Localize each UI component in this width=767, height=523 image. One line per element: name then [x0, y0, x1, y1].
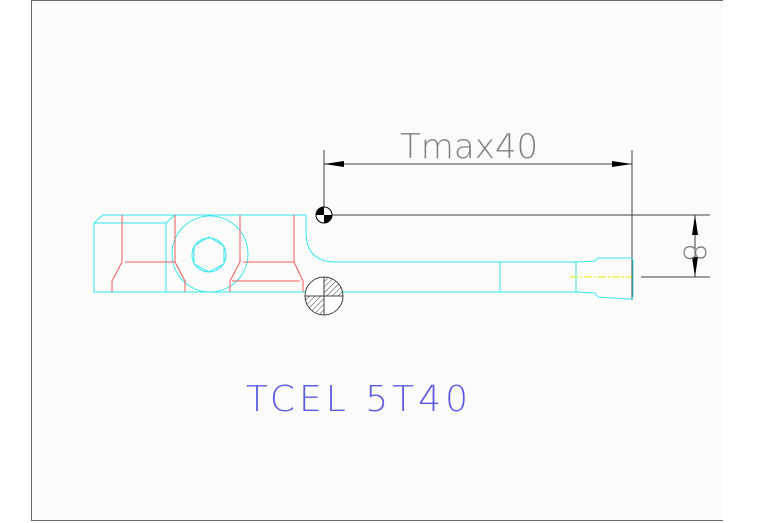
- arrowhead-down-icon: [692, 257, 698, 277]
- hidden-lines: [111, 215, 304, 292]
- arrowhead-up-icon: [692, 215, 698, 235]
- screw-head-circle: [171, 215, 249, 293]
- arrowhead-right-icon: [612, 161, 632, 167]
- hidden-line-1: [111, 215, 123, 292]
- arrowhead-left-icon: [324, 161, 344, 167]
- block-front-face: [93, 222, 167, 293]
- part-label: TCEL 5T40: [246, 379, 472, 420]
- hex-socket-icon: [193, 236, 225, 273]
- hidden-line-2: [174, 215, 186, 292]
- hidden-line-4: [229, 215, 241, 292]
- insert-tip: [575, 257, 634, 300]
- screw-socket-circle: [191, 237, 227, 273]
- length-dimension-label: Tmax40: [400, 127, 538, 167]
- block-bevel: [165, 214, 176, 224]
- height-dimension: [324, 214, 710, 278]
- block-top-edge: [93, 214, 306, 224]
- height-dimension-label: 8: [676, 243, 711, 262]
- length-dimension: [323, 150, 633, 300]
- hidden-line-5: [293, 215, 304, 292]
- drawing-canvas: [31, 0, 723, 521]
- neck-curve: [305, 215, 500, 263]
- datum-symbol-small-icon: [315, 206, 333, 224]
- datum-symbol-hatched-icon: [304, 276, 344, 316]
- tool-outline: [93, 214, 634, 300]
